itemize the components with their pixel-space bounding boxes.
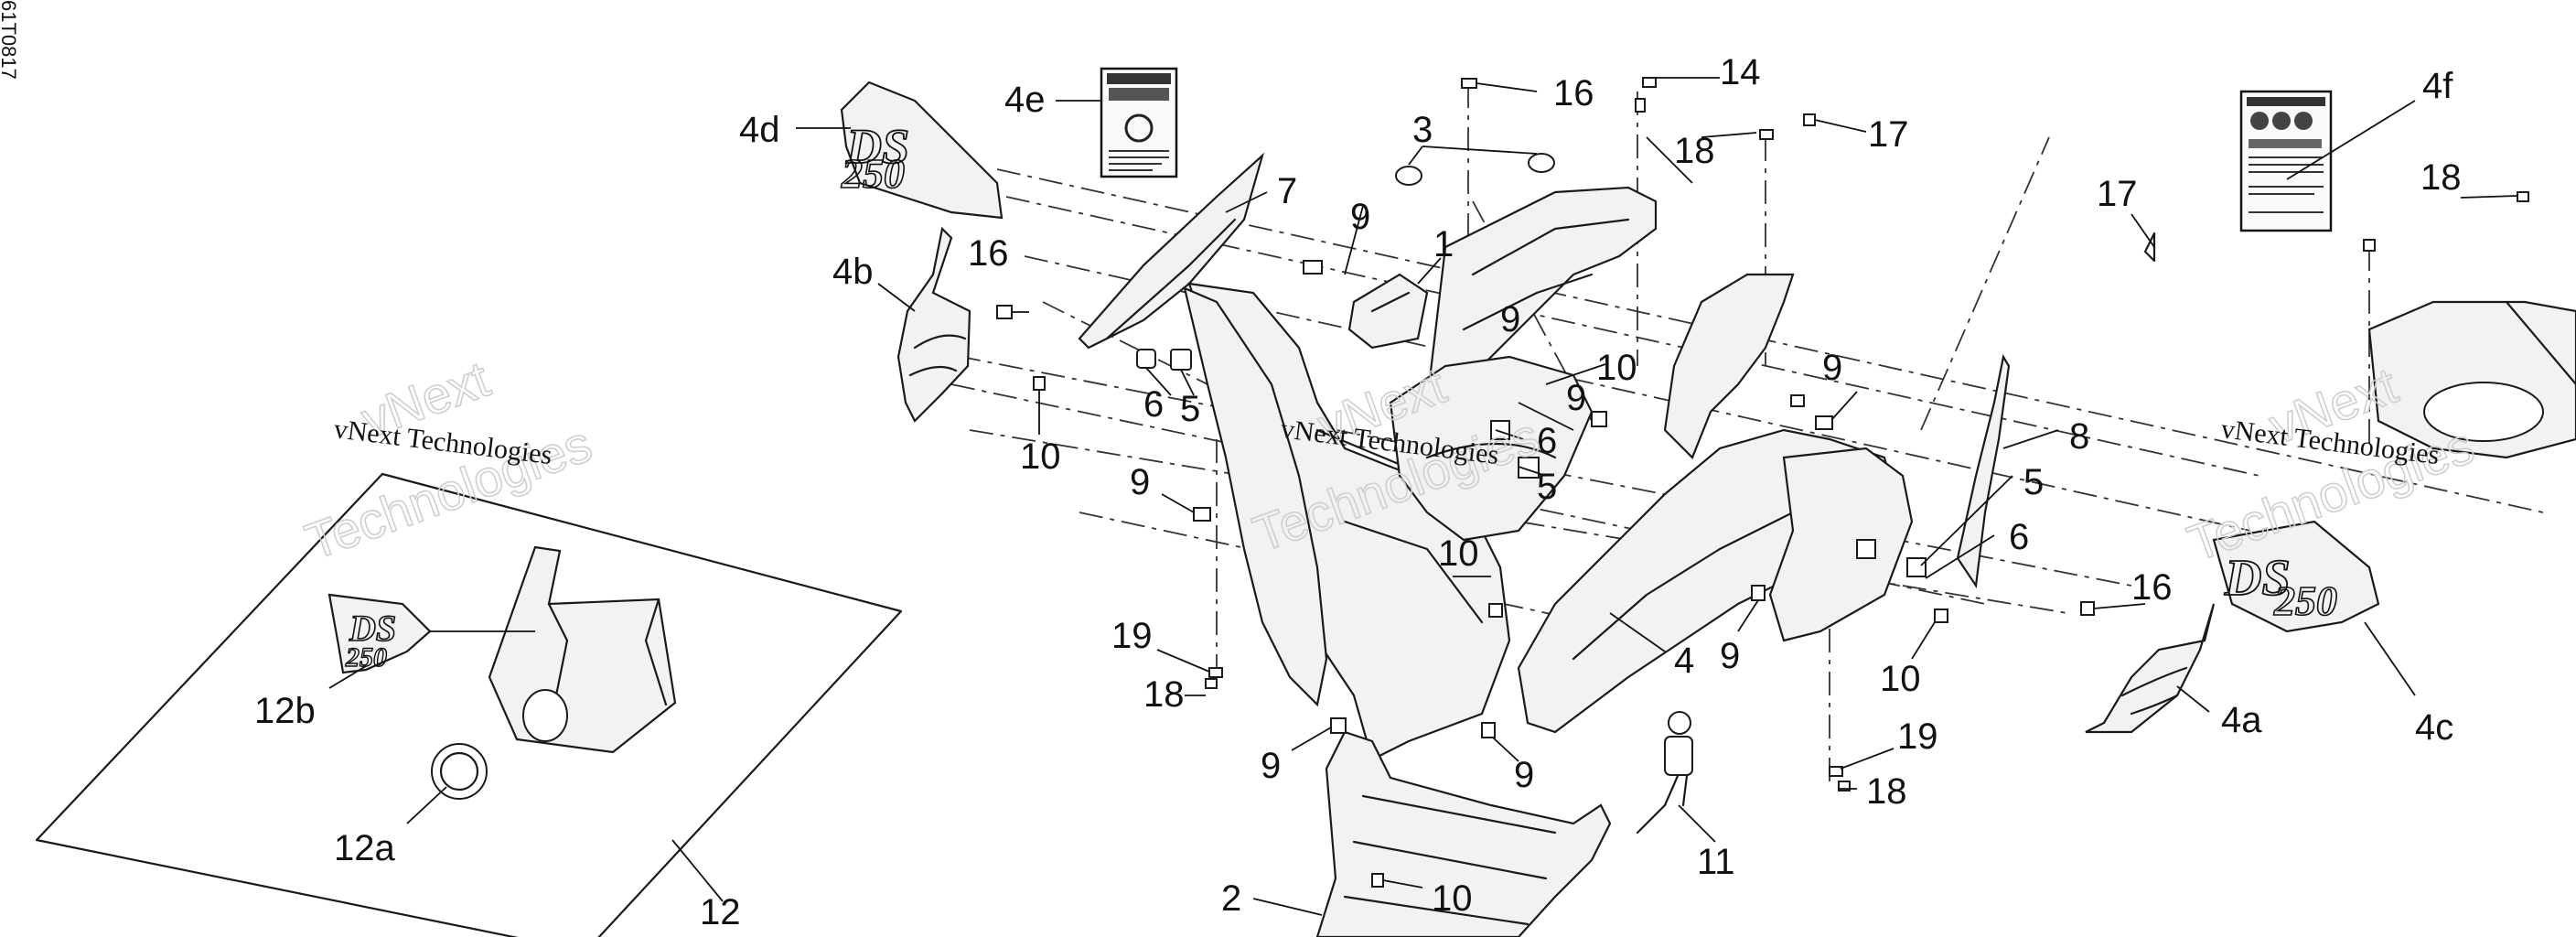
ds250-decal-right: DS 250 bbox=[2212, 520, 2380, 633]
wiring-connector bbox=[1636, 711, 1693, 835]
callout-4: 4 bbox=[1674, 641, 1694, 681]
callout-19b: 19 bbox=[1897, 716, 1938, 757]
side-shield-decal-left bbox=[896, 226, 971, 423]
callout-18d: 18 bbox=[2420, 157, 2462, 198]
callout-12b: 12b bbox=[254, 691, 316, 731]
ds250-decal-top-left: DS 250 bbox=[840, 81, 1004, 220]
round-emblem bbox=[431, 743, 488, 800]
svg-text:DS: DS bbox=[845, 119, 909, 174]
lower-front-bumper bbox=[1315, 730, 1612, 937]
callout-9c: 9 bbox=[1261, 746, 1281, 786]
callout-9e: 9 bbox=[1720, 636, 1740, 676]
right-fender-section bbox=[1663, 273, 1914, 642]
callout-18c: 18 bbox=[1866, 771, 1907, 812]
callout-17b: 17 bbox=[2097, 174, 2138, 214]
callout-10c: 10 bbox=[1596, 348, 1637, 388]
callout-9h: 9 bbox=[1500, 299, 1520, 339]
callout-2: 2 bbox=[1221, 878, 1241, 919]
callout-16b: 16 bbox=[1553, 73, 1594, 113]
callout-18a: 18 bbox=[1674, 131, 1715, 171]
svg-text:DS: DS bbox=[349, 608, 396, 649]
callout-labels: 1 2 3 4 4a 4b 4c 4d 4e 4f 5 5 5 6 6 6 7 … bbox=[254, 52, 2462, 932]
callout-16a: 16 bbox=[968, 233, 1009, 274]
svg-text:250: 250 bbox=[841, 150, 905, 197]
callout-8: 8 bbox=[2069, 416, 2089, 457]
callout-9b: 9 bbox=[1130, 462, 1150, 502]
headlight-panel bbox=[488, 545, 677, 754]
svg-text:DS: DS bbox=[2224, 550, 2291, 607]
callout-3: 3 bbox=[1412, 110, 1433, 150]
callout-6a: 6 bbox=[1143, 384, 1164, 425]
drawing-reference: 61T0817 bbox=[0, 0, 20, 80]
callout-5b: 5 bbox=[1537, 467, 1557, 507]
callout-16c: 16 bbox=[2131, 567, 2173, 608]
callout-9a: 9 bbox=[1350, 197, 1370, 237]
inset-headlight-assembly: DS 250 bbox=[35, 472, 903, 937]
callout-4c: 4c bbox=[2415, 707, 2453, 748]
svg-text:250: 250 bbox=[2273, 577, 2337, 624]
callout-6c: 6 bbox=[2009, 517, 2029, 557]
callout-10a: 10 bbox=[1020, 436, 1061, 477]
side-shield-decal-right bbox=[2085, 603, 2216, 734]
callout-19a: 19 bbox=[1111, 616, 1153, 656]
center-bracket bbox=[1347, 273, 1429, 350]
leader-lines bbox=[1344, 132, 1759, 762]
callout-10b: 10 bbox=[1438, 533, 1479, 574]
callout-4a: 4a bbox=[2221, 700, 2262, 740]
small-ds250-decal: DS 250 bbox=[327, 593, 432, 674]
callout-4b: 4b bbox=[832, 252, 874, 292]
callout-4e: 4e bbox=[1004, 80, 1046, 120]
callout-9f: 9 bbox=[1566, 378, 1586, 418]
callout-18b: 18 bbox=[1143, 674, 1185, 715]
callout-1: 1 bbox=[1433, 224, 1454, 264]
callout-5c: 5 bbox=[2023, 462, 2044, 502]
callout-9d: 9 bbox=[1514, 755, 1534, 795]
callout-4f: 4f bbox=[2422, 66, 2453, 106]
callout-10d: 10 bbox=[1880, 659, 1921, 699]
callout-14: 14 bbox=[1720, 52, 1761, 92]
left-side-panel bbox=[1078, 152, 1265, 350]
headlight-lens bbox=[522, 689, 568, 742]
callout-5a: 5 bbox=[1180, 389, 1200, 429]
left-fender-panel bbox=[1183, 286, 1328, 707]
svg-text:250: 250 bbox=[345, 642, 387, 673]
callout-9g: 9 bbox=[1822, 348, 1842, 388]
callout-17a: 17 bbox=[1868, 114, 1909, 155]
warning-label-4e bbox=[1100, 67, 1178, 178]
right-side-support bbox=[1956, 353, 2011, 589]
callout-12: 12 bbox=[700, 892, 741, 932]
callout-7: 7 bbox=[1277, 171, 1297, 211]
fastener-hardware bbox=[996, 77, 2529, 889]
callout-12a: 12a bbox=[334, 828, 395, 868]
rear-fender-piece bbox=[2367, 300, 2576, 459]
callout-6b: 6 bbox=[1537, 421, 1557, 461]
callout-10e: 10 bbox=[1432, 878, 1473, 919]
callout-4d: 4d bbox=[739, 110, 780, 150]
callout-11: 11 bbox=[1697, 842, 1735, 882]
inner-wheel-well bbox=[1389, 355, 1594, 542]
